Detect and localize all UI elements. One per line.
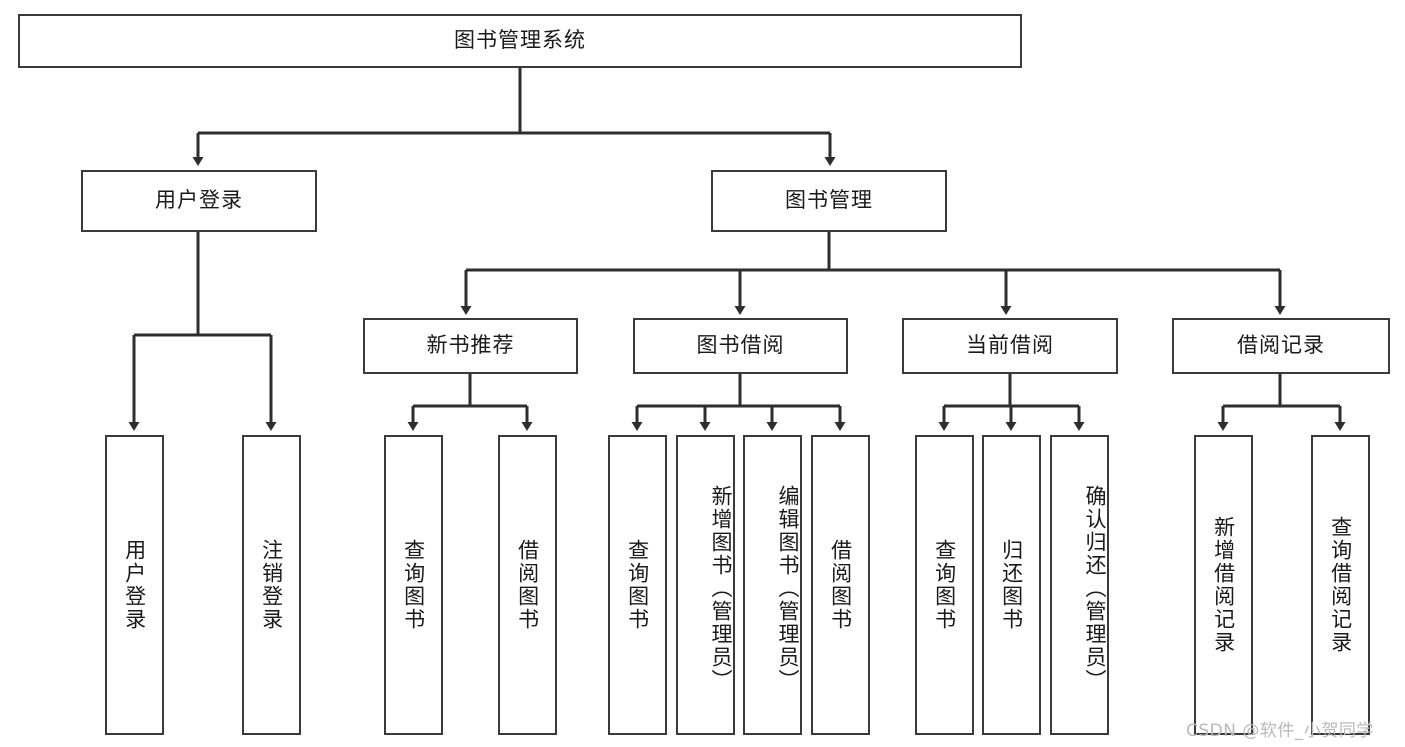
node-leaf-user-login[interactable]: 用户登录 <box>105 435 164 735</box>
node-leaf-add-book[interactable]: 新增图书（管理员） <box>676 435 735 735</box>
node-book-borrow[interactable]: 图书借阅 <box>633 318 848 374</box>
node-current-borrow[interactable]: 当前借阅 <box>902 318 1118 374</box>
node-leaf-edit-book[interactable]: 编辑图书（管理员） <box>743 435 802 735</box>
node-book-manage[interactable]: 图书管理 <box>711 170 947 232</box>
node-leaf-borrow-book-1[interactable]: 借阅图书 <box>498 435 557 735</box>
node-leaf-add-record[interactable]: 新增借阅记录 <box>1194 435 1253 735</box>
node-leaf-borrow-book-2[interactable]: 借阅图书 <box>811 435 870 735</box>
node-borrow-record[interactable]: 借阅记录 <box>1172 318 1390 374</box>
node-leaf-query-book-1[interactable]: 查询图书 <box>384 435 443 735</box>
csdn-watermark: CSDN @软件_小贺同学 <box>1186 721 1374 741</box>
node-leaf-return-book[interactable]: 归还图书 <box>982 435 1041 735</box>
node-root[interactable]: 图书管理系统 <box>18 14 1022 68</box>
node-leaf-query-book-3[interactable]: 查询图书 <box>915 435 974 735</box>
node-leaf-logout-login[interactable]: 注销登录 <box>242 435 301 735</box>
node-user-login[interactable]: 用户登录 <box>81 170 317 232</box>
node-leaf-confirm-return[interactable]: 确认归还（管理员） <box>1050 435 1109 735</box>
node-leaf-query-book-2[interactable]: 查询图书 <box>608 435 667 735</box>
node-new-book-recommend[interactable]: 新书推荐 <box>363 318 578 374</box>
node-leaf-query-record[interactable]: 查询借阅记录 <box>1311 435 1370 735</box>
